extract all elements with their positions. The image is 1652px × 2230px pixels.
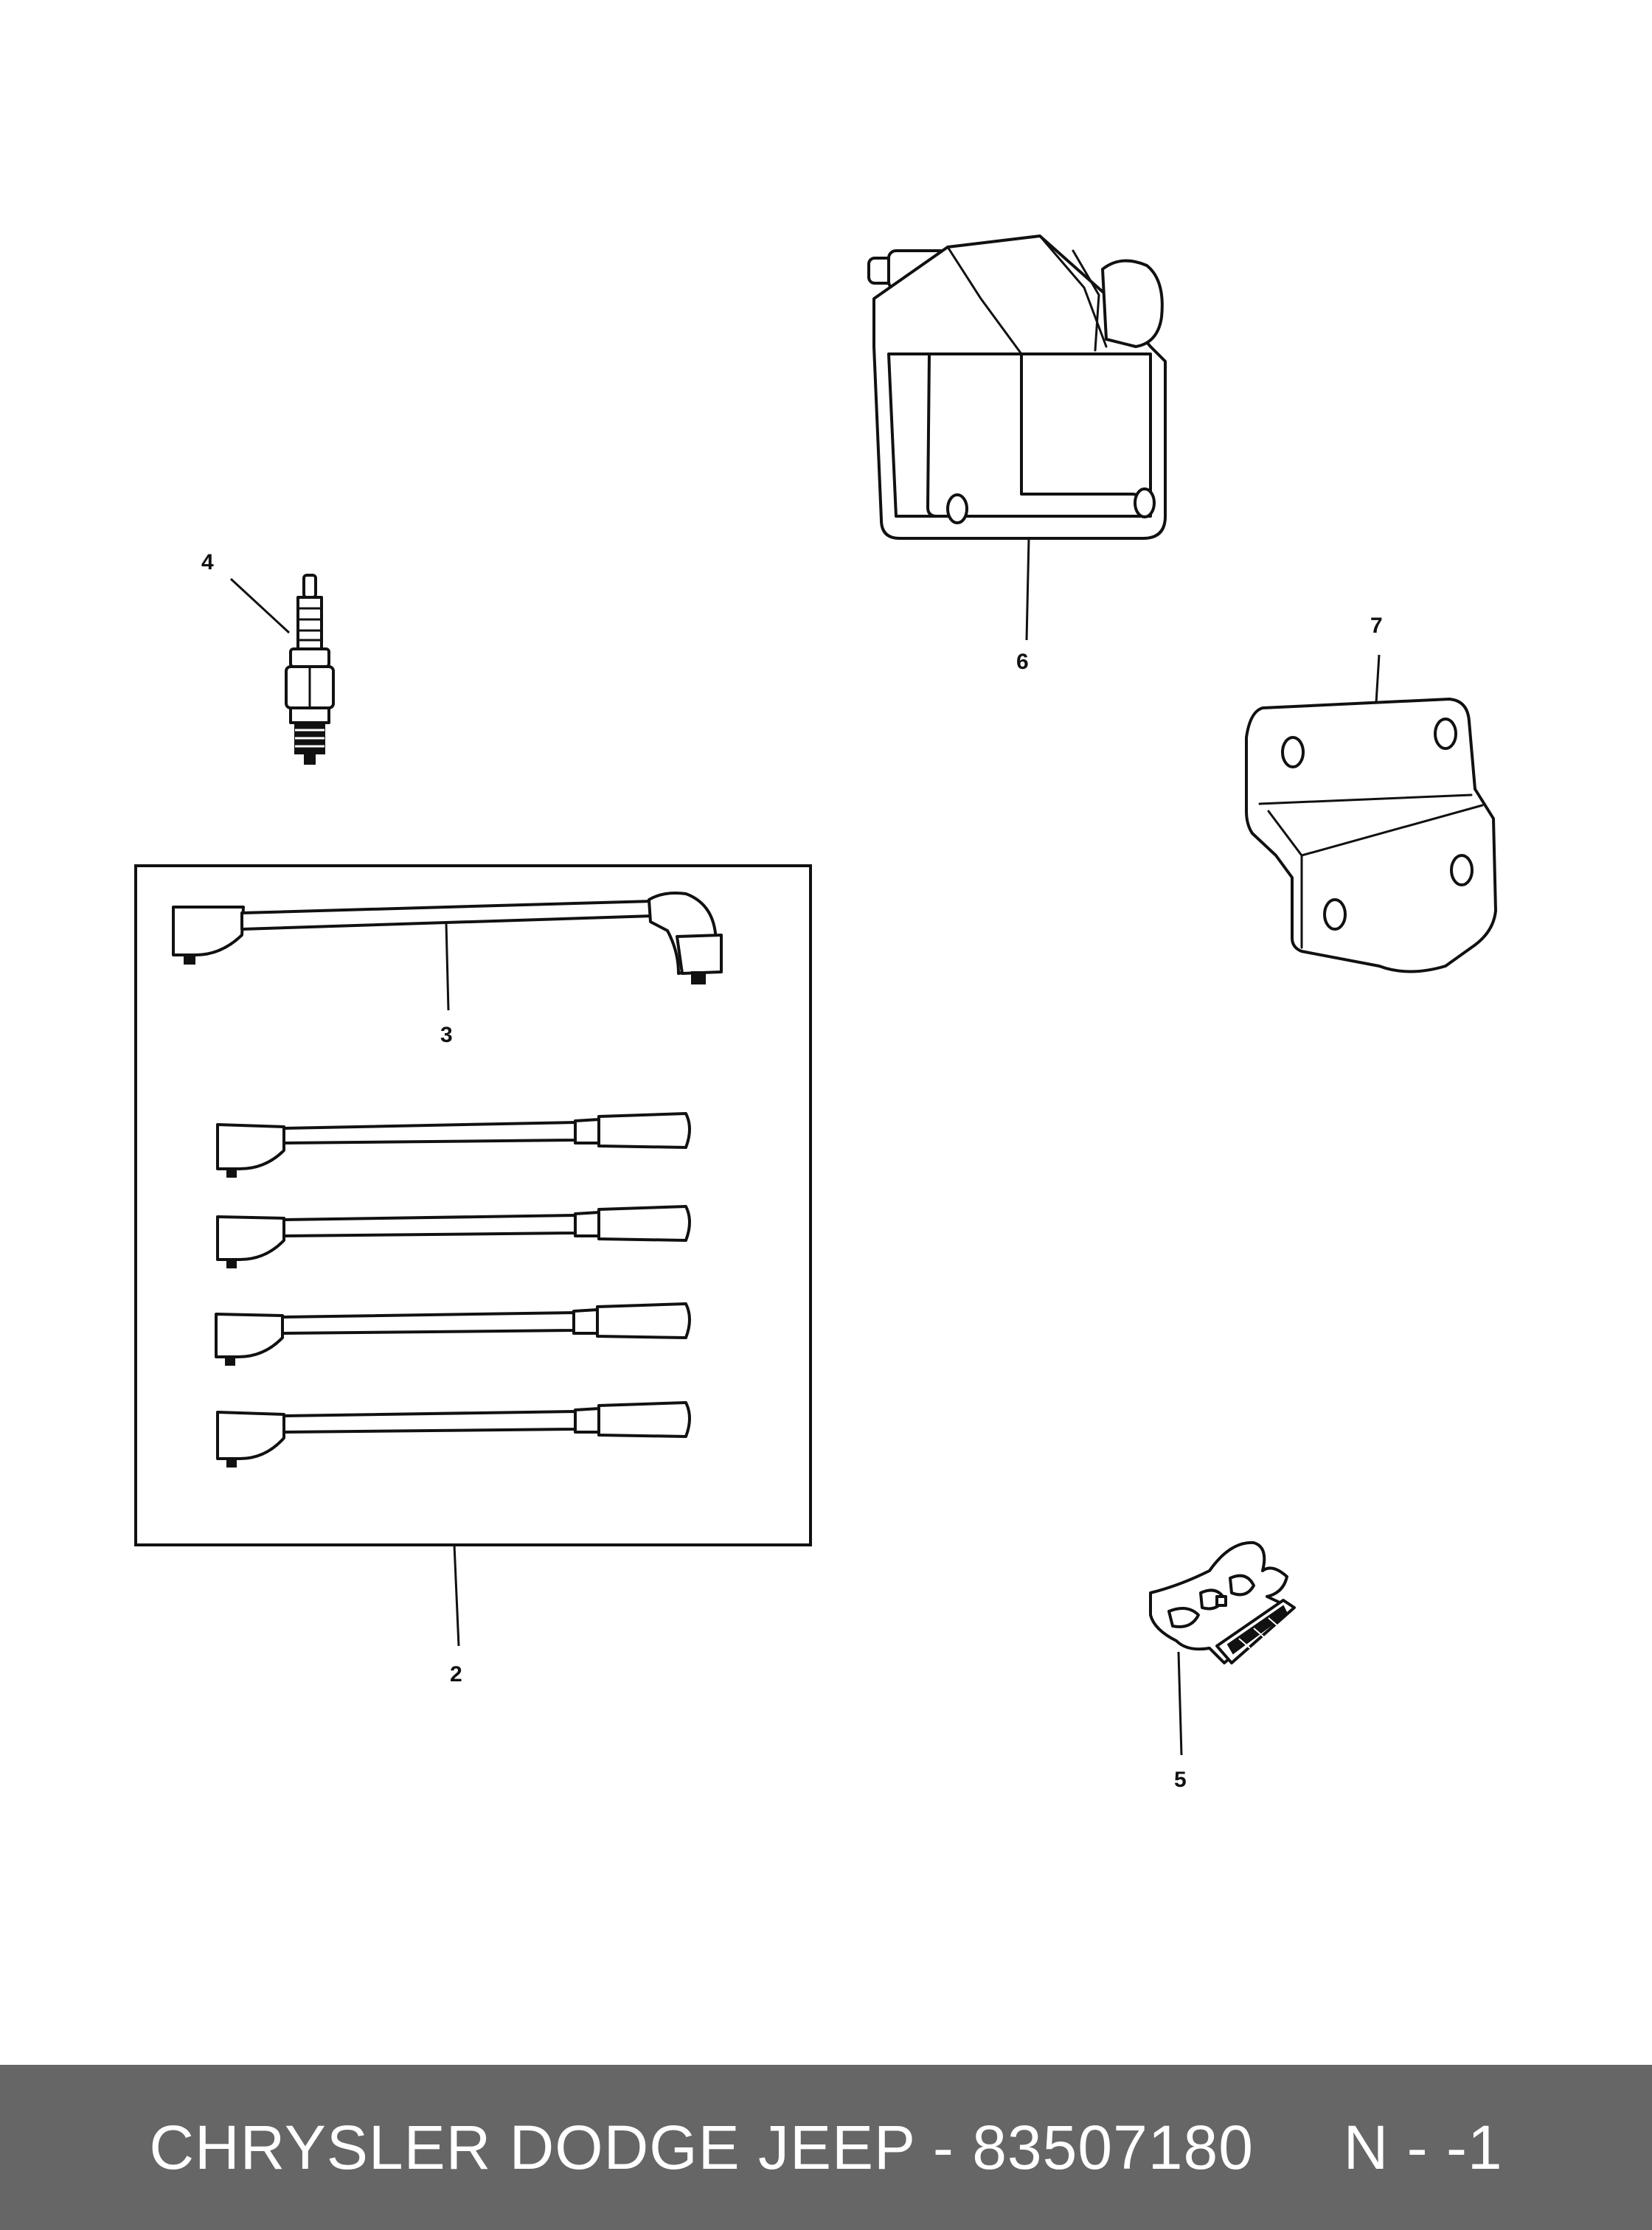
callout-spark-plug: 4 bbox=[201, 550, 214, 574]
callout-wire-separator: 5 bbox=[1174, 1768, 1187, 1792]
callout-wire-set: 2 bbox=[450, 1662, 462, 1687]
spark-plug: 4 bbox=[201, 550, 335, 765]
ignition-coil: 6 bbox=[867, 235, 1167, 674]
parts-diagram: 6 4 7 bbox=[134, 235, 1497, 1792]
plug-wire-3 bbox=[215, 1302, 691, 1366]
plug-wire-4 bbox=[216, 1401, 691, 1467]
footer-caption: CHRYSLER DODGE JEEP - 83507180 N - -1 bbox=[149, 2112, 1503, 2182]
callout-coil-bracket: 7 bbox=[1370, 614, 1383, 638]
plug-wire-1 bbox=[216, 1112, 691, 1178]
wire-set-frame bbox=[134, 864, 812, 1546]
wire-separator: 5 bbox=[1149, 1540, 1296, 1792]
plug-wire-2 bbox=[216, 1205, 691, 1268]
coil-wire: 3 bbox=[172, 892, 723, 1047]
coil-bracket: 7 bbox=[1245, 614, 1497, 973]
callout-coil-wire: 3 bbox=[440, 1023, 453, 1047]
callout-ignition-coil: 6 bbox=[1016, 650, 1029, 674]
wire-set: 3 bbox=[134, 864, 812, 1687]
footer-bar: CHRYSLER DODGE JEEP - 83507180 N - -1 bbox=[0, 2065, 1652, 2230]
